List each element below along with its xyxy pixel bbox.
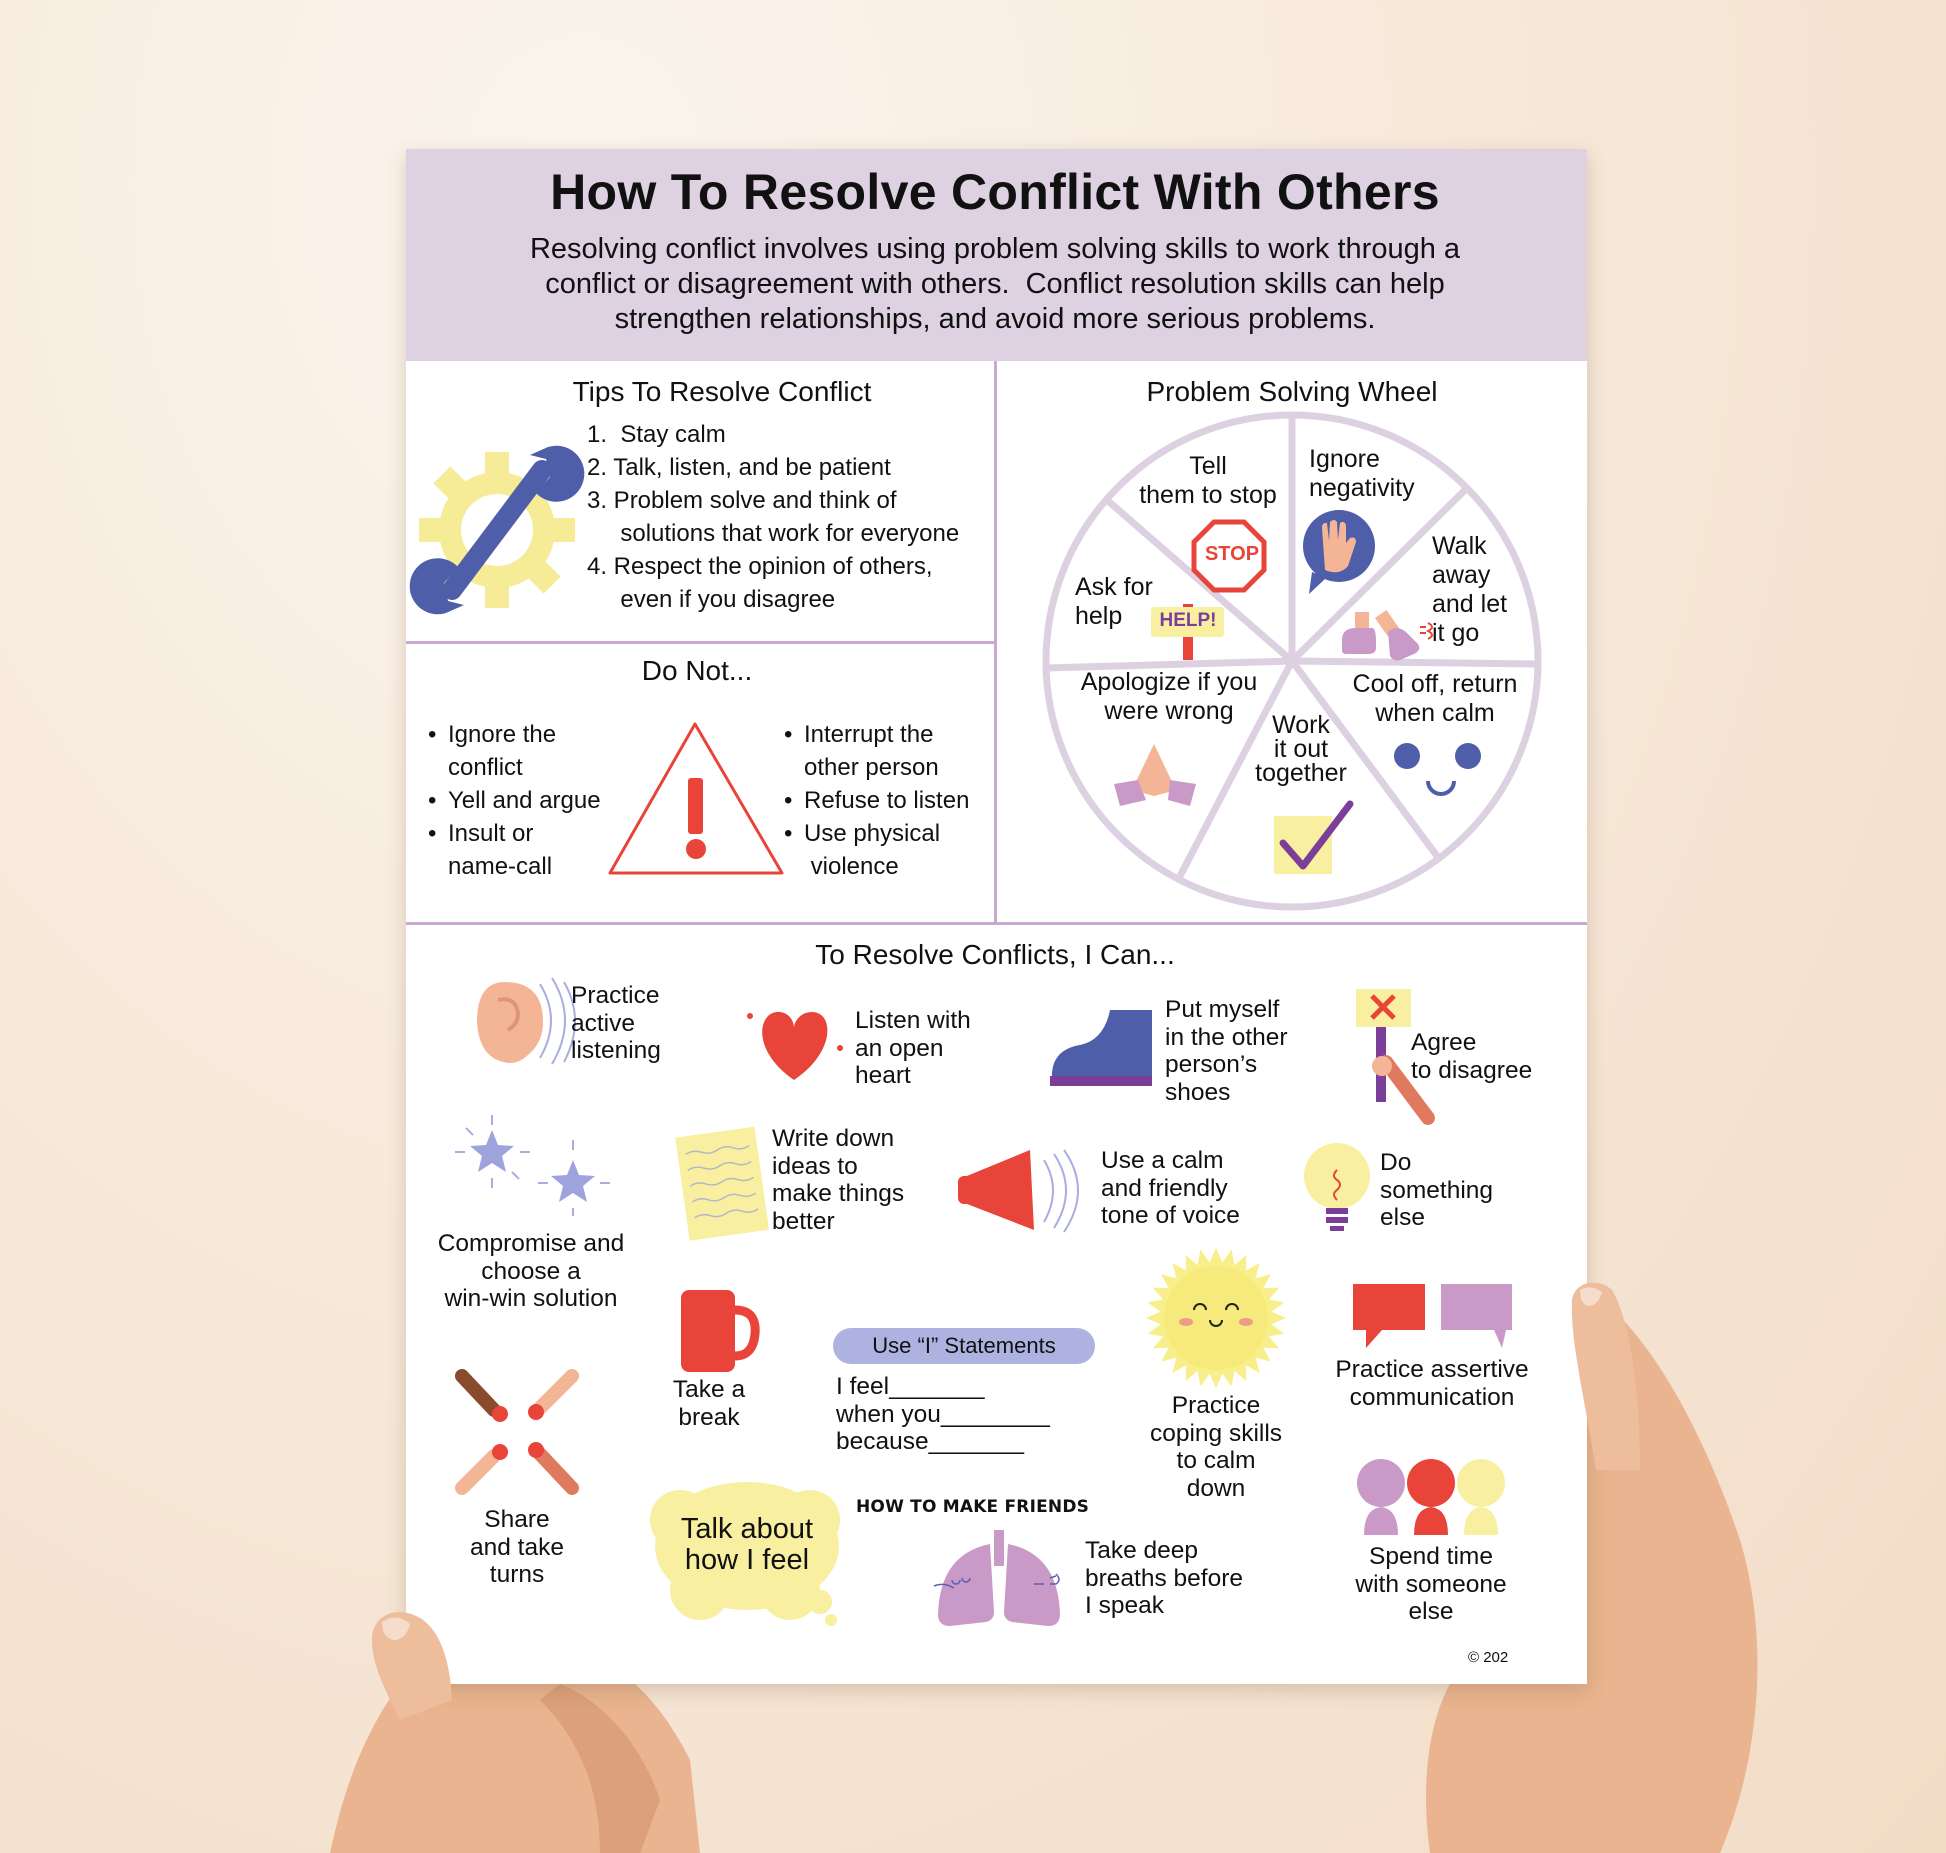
ican-item-i-statements: I feel_______ when you________ because__… <box>836 1373 1050 1455</box>
do-not-item: • Yell and argue <box>428 784 601 817</box>
ican-item-take-break: Take a break <box>672 1376 746 1431</box>
tips-divider <box>406 641 996 644</box>
ican-item-deep-breaths: Take deep breaths before I speak <box>1085 1537 1243 1619</box>
i-statements-badge: Use “I” Statements <box>833 1328 1095 1364</box>
ican-item-something-else: Do something else <box>1380 1149 1494 1231</box>
wheel-label-tell-them-to-stop: Tell them to stop <box>1139 452 1277 509</box>
ican-item-talk-feel: Talk about how I feel <box>680 1513 814 1576</box>
ican-item-other-shoes: Put myself in the other person’s shoes <box>1165 996 1288 1106</box>
tips-title: Tips To Resolve Conflict <box>572 376 872 407</box>
do-not-text: Refuse to listen <box>804 787 970 814</box>
wheel-label-ask-for-help: Ask for help <box>1075 573 1153 630</box>
do-not-item: • Interrupt the other person <box>784 718 939 781</box>
do-not-title: Do Not... <box>641 655 753 686</box>
header-band <box>406 149 1587 361</box>
wheel-label-ignore-negativity: Ignore negativity <box>1309 445 1415 502</box>
do-not-item: • Refuse to listen <box>784 784 969 817</box>
do-not-text: Use physical violence <box>804 820 941 880</box>
copyright: © 202 <box>1468 1649 1509 1666</box>
do-not-text: Interrupt the other person <box>804 721 939 781</box>
do-not-text: Insult or name-call <box>448 820 553 880</box>
ican-item-write-down: Write down ideas to make things better <box>772 1125 905 1235</box>
help-sign-text: HELP! <box>1159 610 1217 631</box>
ican-item-agree-disagree: Agree to disagree <box>1411 1029 1533 1084</box>
friends-stamp: HOW TO MAKE FRIENDS <box>856 1497 1090 1517</box>
tip-item: 1. Stay calm <box>587 421 726 448</box>
ican-item-share-turns: Share and take turns <box>470 1506 564 1588</box>
page-title: How To Resolve Conflict With Others <box>550 164 1440 220</box>
tip-item: 4. Respect the opinion of others, even i… <box>587 553 933 613</box>
tip-item: 3. Problem solve and think of solutions … <box>587 487 960 547</box>
do-not-item: • Insult or name-call <box>428 817 552 880</box>
ican-item-coping-skills: Practice coping skills to calm down <box>1149 1392 1283 1502</box>
ican-item-spend-time: Spend time with someone else <box>1355 1543 1507 1625</box>
do-not-text: Ignore the conflict <box>448 721 557 781</box>
right-hand <box>1426 1290 1758 1853</box>
ican-item-active-listening: Practice active listening <box>571 982 661 1064</box>
do-not-text: Yell and argue <box>448 787 601 814</box>
ican-title: To Resolve Conflicts, I Can... <box>815 939 1175 970</box>
stop-sign-text: STOP <box>1204 543 1260 565</box>
ican-item-compromise: Compromise and choose a win-win solution <box>437 1230 625 1312</box>
ican-item-calm-voice: Use a calm and friendly tone of voice <box>1101 1147 1240 1229</box>
do-not-item: • Use physical violence <box>784 817 940 880</box>
ican-item-assertive: Practice assertive communication <box>1335 1356 1529 1411</box>
wheel-label-apologize: Apologize if you were wrong <box>1080 668 1258 725</box>
section-divider <box>406 922 1587 925</box>
page-subtitle: Resolving conflict involves using proble… <box>529 233 1461 335</box>
ican-item-open-heart: Listen with an open heart <box>855 1007 971 1089</box>
tip-item: 2. Talk, listen, and be patient <box>587 454 891 481</box>
do-not-item: • Ignore the conflict <box>428 718 556 781</box>
wheel-title: Problem Solving Wheel <box>1146 376 1438 407</box>
wheel-label-cool-off: Cool off, return when calm <box>1352 670 1518 727</box>
wheel-label-work-it-out: Work it out together <box>1255 711 1347 787</box>
wheel-label-walk-away: Walk away and let it go <box>1432 532 1508 647</box>
